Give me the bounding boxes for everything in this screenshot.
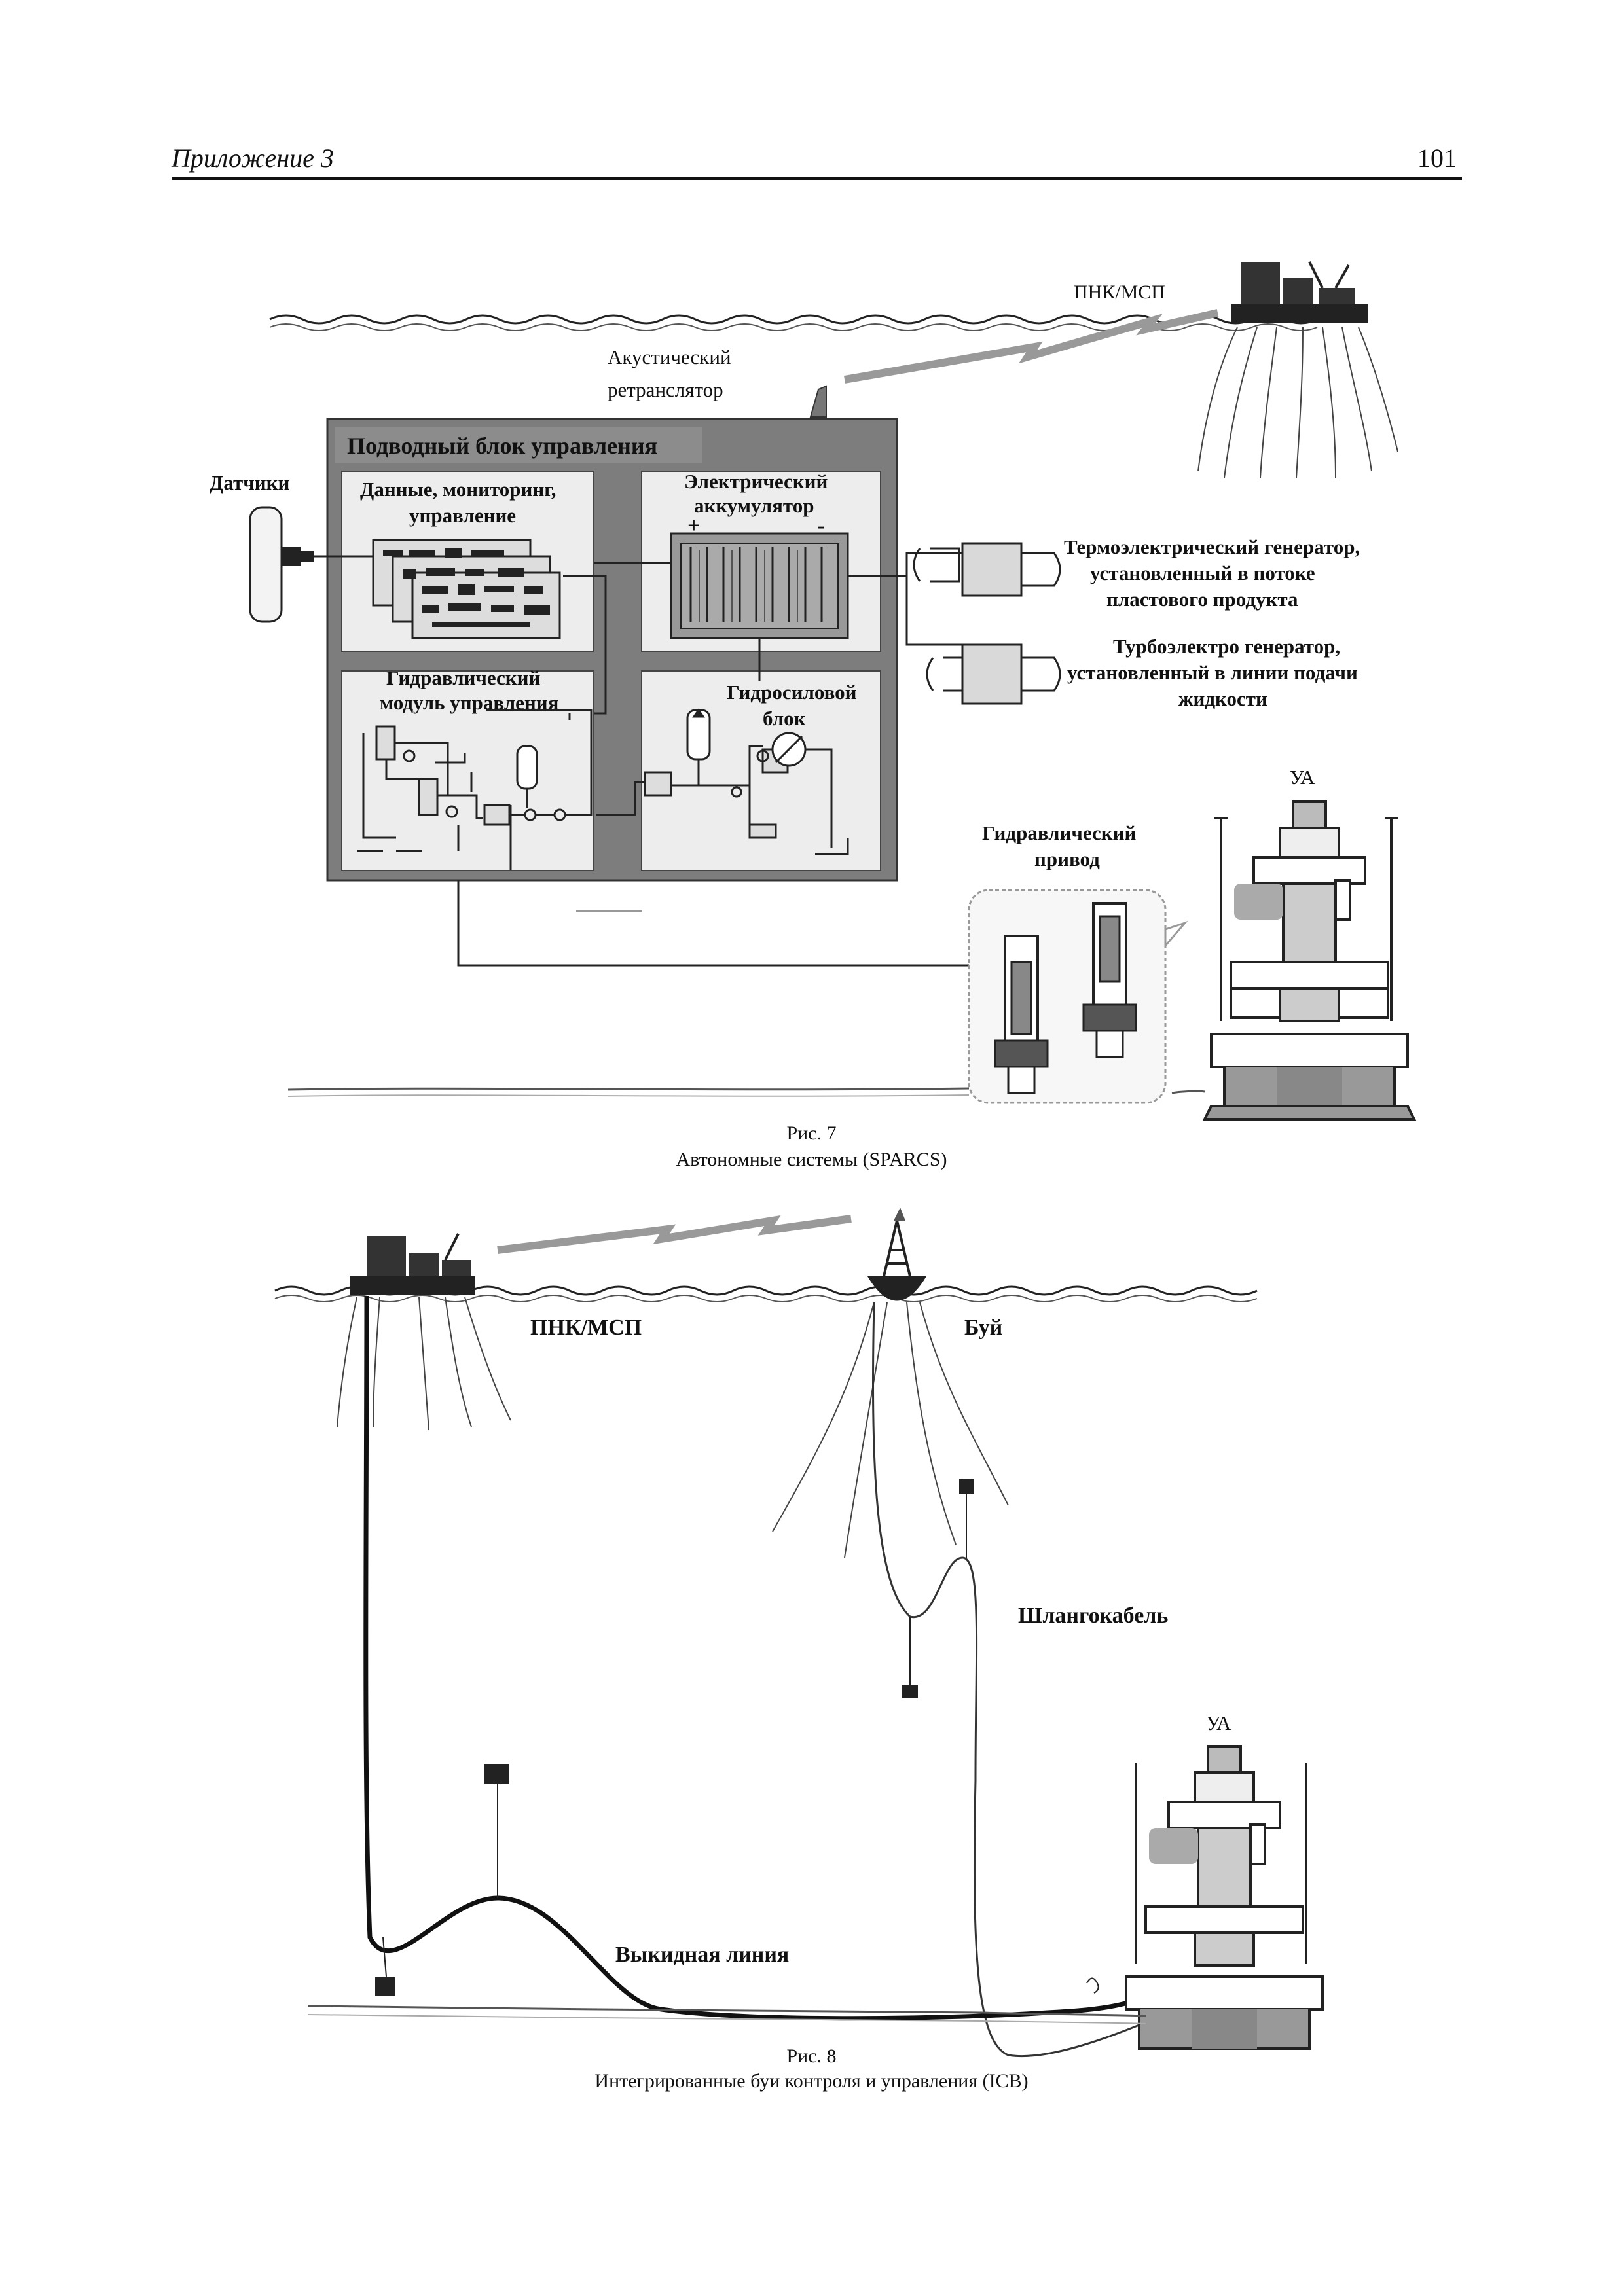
fig7-caption-number: Рис. 7 [786, 1122, 837, 1144]
circuit-boards-icon [372, 539, 561, 639]
platform-icon [337, 1233, 511, 1431]
sensor-icon [249, 506, 314, 623]
signal-icon [497, 1215, 852, 1254]
acoustic-repeater-label-1: Акустический [608, 346, 731, 368]
flowline-buoyancy [484, 1764, 509, 1784]
turbo-generator-label-3: жидкости [1178, 687, 1267, 710]
flowline-anchor [375, 1977, 395, 1996]
fig8-ua-label: УА [1206, 1712, 1231, 1734]
buoy-icon [867, 1208, 926, 1301]
actuator-label-1: Гидравлический [982, 821, 1137, 844]
turbo-generator-label-1: Турбоэлектро генератор, [1113, 635, 1341, 658]
hydraulic-schematic-icon [357, 709, 593, 852]
buoyancy-weight [959, 1479, 974, 1494]
seabed-line [307, 2005, 1146, 2017]
fig7-pnk-msp-label: ПНК/МСП [1074, 281, 1166, 303]
battery-label-2: аккумулятор [694, 494, 814, 517]
sensors-label: Датчики [210, 471, 290, 494]
flowline-label: Выкидная линия [615, 1943, 790, 1967]
fig8-caption-title: Интегрированные буи контроля и управлени… [594, 2070, 1029, 2092]
buoy-label: Буй [964, 1316, 1003, 1340]
wellhead-icon [1125, 1745, 1324, 2050]
thermoelectric-generator-icon [913, 542, 1061, 597]
data-label-2: управление [409, 504, 517, 527]
thermo-generator-label-3: пластового продукта [1106, 588, 1298, 611]
seabed-line [287, 1087, 1205, 1094]
hydraulic-actuator-icon [968, 889, 1188, 1104]
subsea-unit-title: Подводный блок управления [347, 433, 658, 459]
header-rule [172, 177, 1462, 180]
turbo-generator-label-2: установленный в линии подачи [1067, 661, 1358, 684]
appendix-header: Приложение 3 [172, 143, 334, 173]
hyd-module-label-2: модуль управления [380, 691, 559, 714]
page-number: 101 [1417, 143, 1457, 173]
thermo-generator-label-2: установленный в потоке [1090, 562, 1315, 584]
flowline-line [363, 1295, 1168, 2021]
sea-surface-wave [269, 314, 1318, 325]
anchor-weight [902, 1685, 918, 1698]
acoustic-repeater-icon [809, 385, 827, 418]
fig8-caption-number: Рис. 8 [786, 2045, 837, 2067]
acoustic-repeater-label-2: ретранслятор [608, 378, 723, 401]
battery-minus: - [817, 514, 825, 538]
acoustic-signal-icon [843, 309, 1219, 384]
figure-7-diagram [249, 261, 1417, 1121]
battery-plus: + [687, 514, 701, 538]
battery-label-1: Электрический [684, 470, 828, 493]
platform-icon [1197, 261, 1398, 478]
figure-8-diagram [274, 1208, 1324, 2057]
power-unit-label-2: блок [763, 707, 806, 730]
thermo-generator-label-1: Термоэлектрический генератор, [1064, 535, 1360, 558]
umbilical-label: Шлангокабель [1018, 1604, 1169, 1628]
umbilical-line [872, 1302, 1146, 2057]
fig8-pnk-msp-label: ПНК/МСП [530, 1316, 642, 1340]
sea-surface-wave-2 [274, 1295, 1258, 1302]
data-label-1: Данные, мониторинг, [360, 478, 556, 501]
actuator-label-2: привод [1034, 848, 1100, 870]
fig7-caption-title: Автономные системы (SPARCS) [676, 1149, 947, 1170]
power-unit-label-1: Гидросиловой [727, 681, 857, 704]
fig7-ua-label: УА [1290, 766, 1315, 789]
power-unit-schematic-icon [596, 708, 849, 855]
turbo-generator-icon [926, 643, 1061, 705]
battery-icon [670, 532, 849, 639]
hyd-module-label-1: Гидравлический [386, 666, 541, 689]
wellhead-icon [1202, 800, 1417, 1121]
